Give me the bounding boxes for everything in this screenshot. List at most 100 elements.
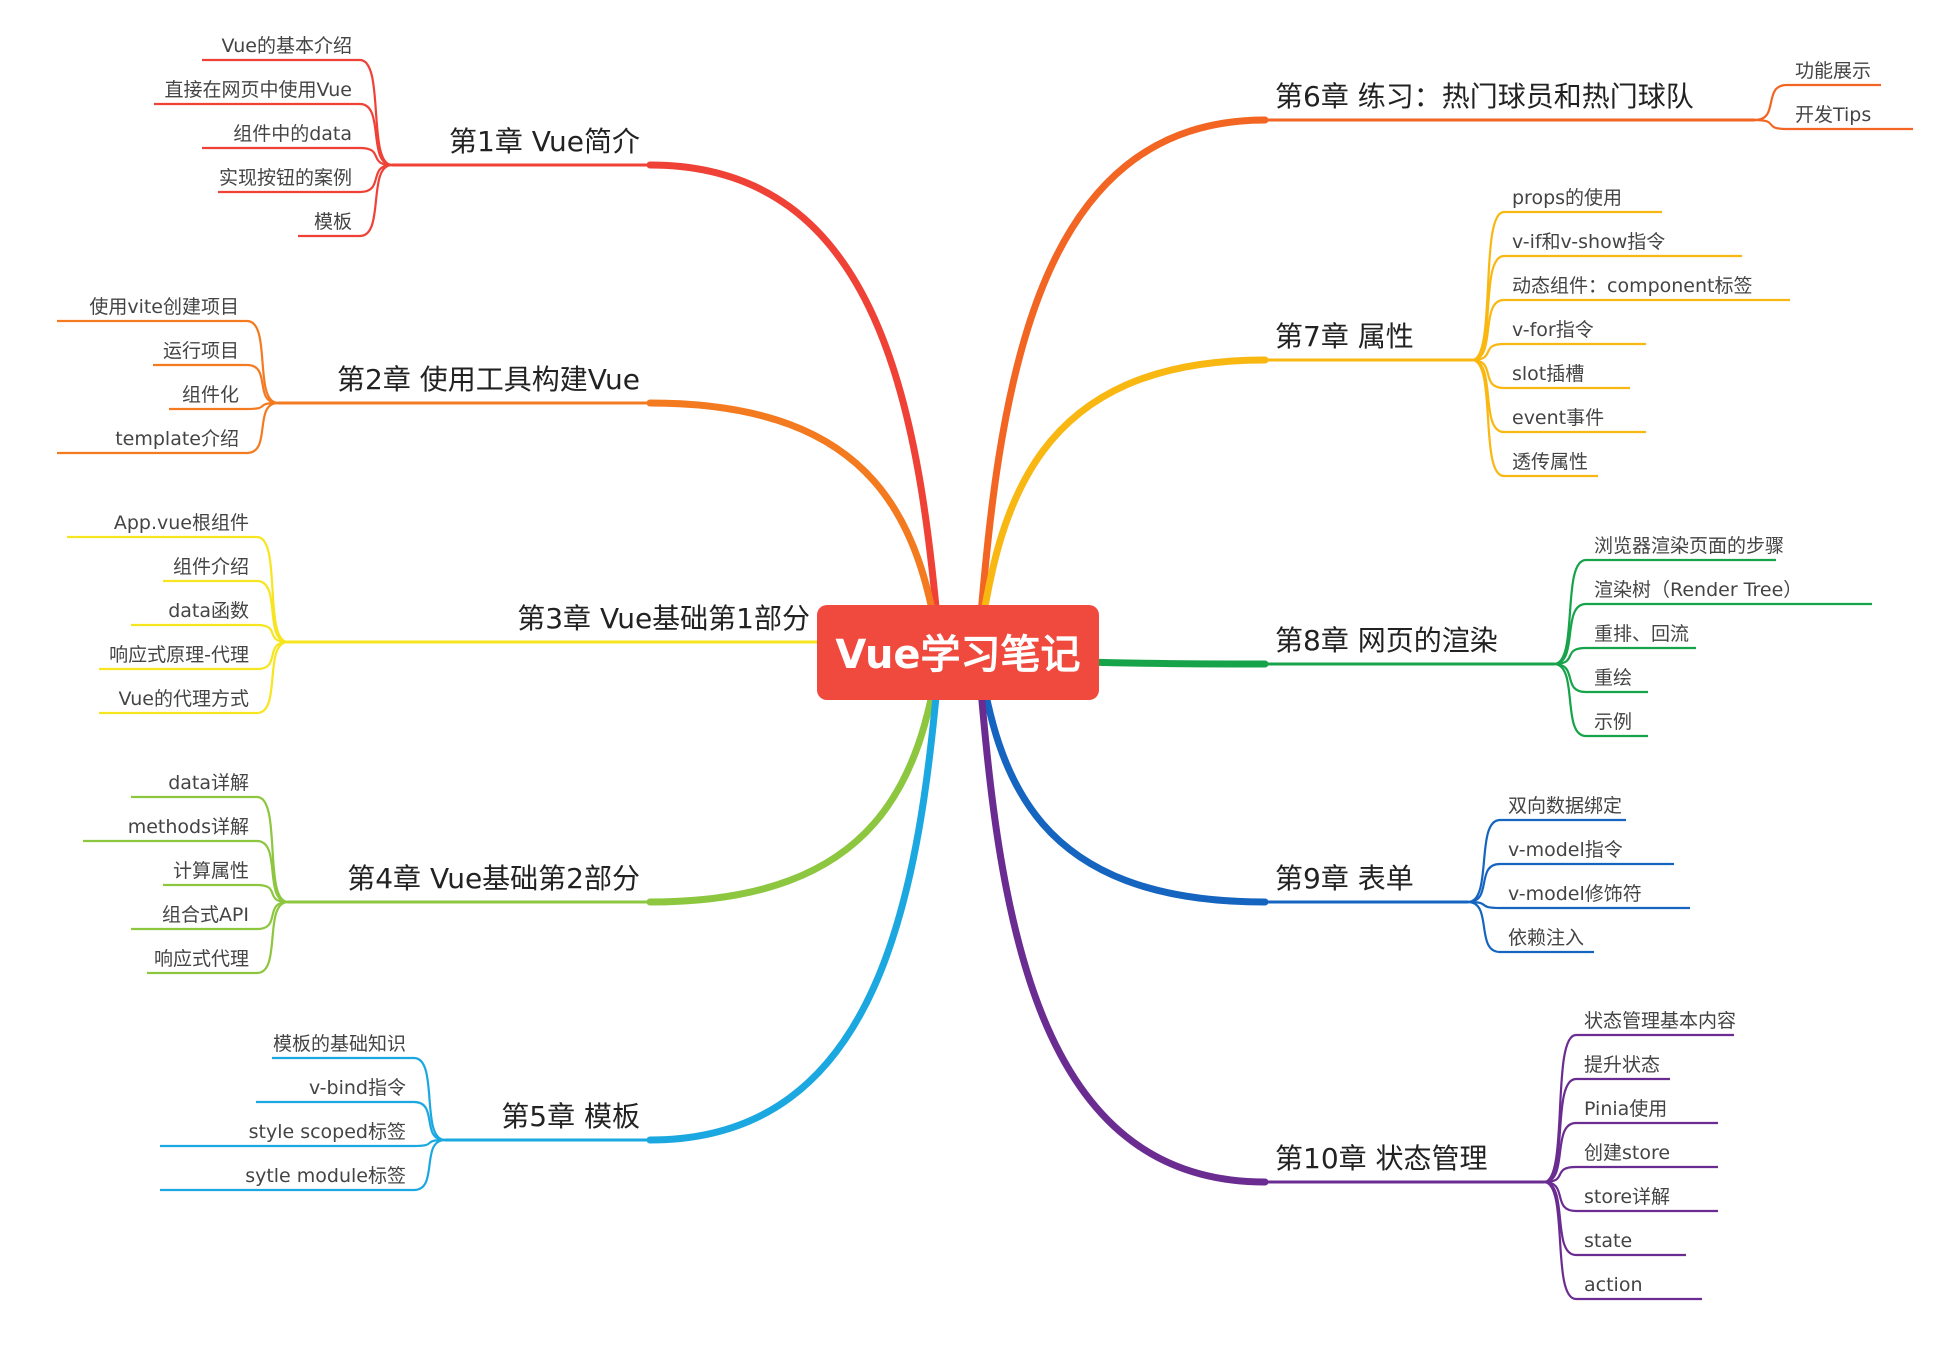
leaf-branch	[163, 579, 289, 644]
leaf-topic[interactable]: v-bind指令	[309, 1077, 406, 1099]
leaf-branch	[1543, 1077, 1670, 1184]
leaf-branch	[67, 535, 289, 644]
chapter-title[interactable]: 第1章 Vue简介	[449, 125, 640, 158]
leaf-connector	[256, 900, 289, 931]
leaf-topic[interactable]: 重排、回流	[1594, 623, 1689, 645]
leaf-topic[interactable]: event事件	[1512, 407, 1604, 429]
leaf-topic[interactable]: v-if和v-show指令	[1512, 231, 1665, 253]
leaf-topic[interactable]: 浏览器渲染页面的步骤	[1594, 535, 1784, 557]
leaf-topic[interactable]: 直接在网页中使用Vue	[165, 79, 352, 101]
leaf-topic[interactable]: v-for指令	[1512, 319, 1594, 341]
leaf-branch	[1553, 662, 1648, 738]
leaf-topic[interactable]: App.vue根组件	[114, 512, 249, 534]
chapter-connector	[646, 399, 944, 656]
leaf-topic[interactable]: 示例	[1594, 711, 1632, 733]
leaf-topic[interactable]: Pinia使用	[1584, 1098, 1667, 1120]
leaf-branch	[1553, 646, 1696, 666]
leaf-branch	[272, 1056, 446, 1142]
leaf-topic[interactable]: data详解	[168, 772, 249, 794]
leaf-topic[interactable]: 状态管理基本内容	[1584, 1010, 1736, 1032]
leaf-branch	[202, 146, 393, 167]
chapter-title[interactable]: 第4章 Vue基础第2部分	[347, 862, 640, 895]
leaf-topic[interactable]: 渲染树（Render Tree）	[1594, 579, 1802, 601]
leaf-topic[interactable]: 响应式代理	[154, 948, 249, 970]
leaf-topic[interactable]: 组件介绍	[173, 556, 249, 578]
leaf-topic[interactable]: state	[1584, 1230, 1632, 1252]
leaf-topic[interactable]: slot插槽	[1512, 363, 1584, 385]
leaf-topic[interactable]: 模板	[314, 211, 352, 233]
leaf-topic[interactable]: sytle module标签	[245, 1165, 406, 1187]
leaf-topic[interactable]: template介绍	[115, 428, 239, 450]
chapter-branch	[974, 648, 1544, 1186]
leaf-connector	[1553, 662, 1587, 738]
chapter-title[interactable]: 第3章 Vue基础第1部分	[517, 602, 810, 635]
leaf-topic[interactable]: props的使用	[1512, 187, 1622, 209]
leaf-topic[interactable]: style scoped标签	[249, 1121, 406, 1143]
leaf-topic[interactable]: Vue的基本介绍	[222, 35, 352, 57]
leaf-connector	[1553, 602, 1587, 666]
leaf-branch	[147, 900, 289, 975]
leaf-connector	[1553, 558, 1587, 666]
leaf-topic[interactable]: store详解	[1584, 1186, 1670, 1208]
leaf-topic[interactable]: 运行项目	[163, 340, 239, 362]
leaf-topic[interactable]: 开发Tips	[1795, 104, 1871, 126]
chapter-title[interactable]: 第9章 表单	[1275, 862, 1414, 895]
leaf-connector	[1543, 1033, 1577, 1184]
leaf-topic[interactable]: v-model修饰符	[1508, 883, 1642, 905]
leaf-connector	[256, 579, 289, 644]
leaf-topic[interactable]: 模板的基础知识	[273, 1033, 406, 1055]
leaf-topic[interactable]: data函数	[168, 600, 249, 622]
leaf-branch	[202, 58, 393, 167]
chapter-branch	[974, 116, 1755, 656]
leaf-connector	[359, 58, 393, 167]
leaf-branch	[154, 102, 393, 167]
leaf-branch	[1467, 818, 1626, 904]
leaf-topic[interactable]: 创建store	[1584, 1142, 1670, 1164]
leaf-topic[interactable]: 使用vite创建项目	[89, 296, 239, 318]
leaf-topic[interactable]: 组件化	[182, 384, 239, 406]
leaf-topic[interactable]: 功能展示	[1795, 60, 1871, 82]
leaf-topic[interactable]: 动态组件：component标签	[1512, 275, 1753, 297]
leaf-branch	[1471, 254, 1742, 362]
chapter-branch	[974, 356, 1472, 656]
leaf-branch	[1543, 1121, 1718, 1184]
leaf-topic[interactable]: Vue的代理方式	[119, 688, 249, 710]
leaf-topic[interactable]: 响应式原理-代理	[109, 644, 249, 666]
chapter-title[interactable]: 第8章 网页的渲染	[1275, 624, 1498, 657]
leaf-connector	[1471, 298, 1505, 362]
leaf-topic[interactable]: methods详解	[128, 816, 249, 838]
leaf-connector	[246, 401, 279, 455]
leaf-connector	[256, 640, 289, 715]
chapter-branch	[288, 648, 944, 906]
leaf-connector	[1467, 862, 1501, 904]
chapter-title[interactable]: 第2章 使用工具构建Vue	[337, 363, 640, 396]
leaf-topic[interactable]: 实现按钮的案例	[219, 167, 352, 189]
leaf-connector	[413, 1056, 446, 1142]
leaf-topic[interactable]: 提升状态	[1584, 1054, 1660, 1076]
leaf-topic[interactable]: 重绘	[1594, 667, 1632, 689]
leaf-topic[interactable]: 双向数据绑定	[1508, 795, 1622, 817]
leaf-topic[interactable]: 组合式API	[162, 904, 249, 926]
leaf-topic[interactable]: action	[1584, 1274, 1642, 1296]
leaf-connector	[1471, 210, 1505, 362]
leaf-connector	[359, 163, 393, 238]
chapter-connector	[974, 116, 1269, 656]
chapter-connector	[974, 648, 1269, 906]
chapter-connector	[646, 648, 944, 906]
leaf-connector	[246, 319, 279, 405]
leaf-topic[interactable]: 依赖注入	[1508, 927, 1584, 949]
leaf-topic[interactable]: v-model指令	[1508, 839, 1623, 861]
chapter-title[interactable]: 第7章 属性	[1275, 320, 1414, 353]
leaf-connector	[256, 795, 289, 904]
leaf-connector	[1467, 818, 1501, 904]
chapter-title[interactable]: 第6章 练习：热门球员和热门球队	[1275, 80, 1694, 113]
leaf-branch	[1754, 83, 1881, 122]
chapter-title[interactable]: 第10章 状态管理	[1275, 1142, 1488, 1175]
leaf-topic[interactable]: 透传属性	[1512, 451, 1588, 473]
leaf-topic[interactable]: 计算属性	[173, 860, 249, 882]
leaf-connector	[1543, 1180, 1577, 1301]
root-node[interactable]: Vue学习笔记	[817, 605, 1099, 700]
chapter-title[interactable]: 第5章 模板	[501, 1100, 640, 1133]
leaf-topic[interactable]: 组件中的data	[233, 123, 352, 145]
